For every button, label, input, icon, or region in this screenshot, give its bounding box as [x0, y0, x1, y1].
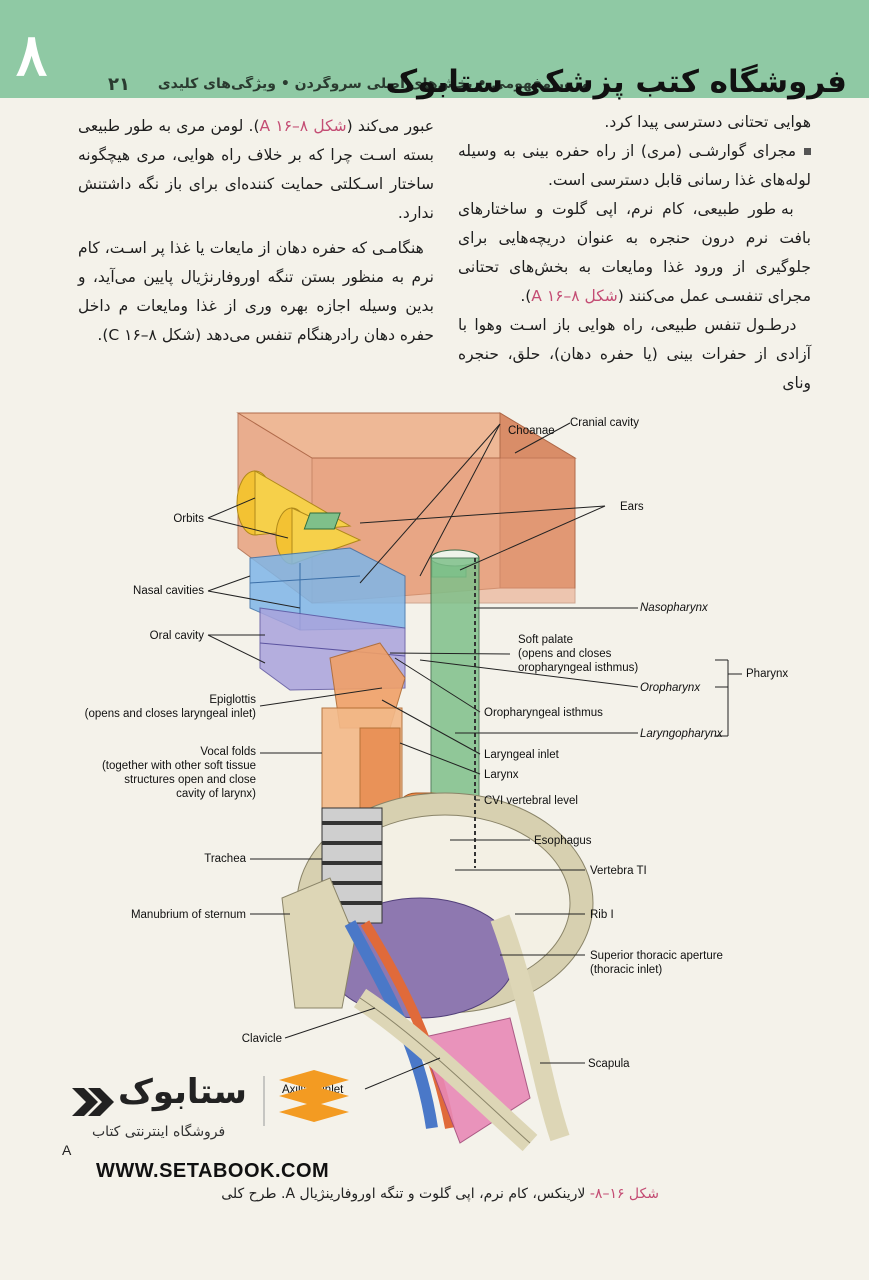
label-larynx: Larynx [484, 769, 519, 781]
label-nasal-cavities: Nasal cavities [133, 585, 204, 597]
bullet-item: مجرای گوارشـی (مری) از راه حفره بینی به … [458, 142, 811, 189]
label-soft-palate: Soft palate (opens and closes oropharyng… [518, 634, 639, 674]
text-column-right: هوایی تحتانی دسترسی پیدا کرد. مجرای گوار… [458, 108, 811, 398]
paragraph: هوایی تحتانی دسترسی پیدا کرد. [604, 113, 811, 131]
bullet-icon [804, 148, 811, 155]
label-oropharynx: Oropharynx [640, 682, 701, 694]
text-column-left: عبور می‌کند (شکل A ۱۶–۸). لومن مری به طو… [78, 112, 434, 350]
running-head: مرور مفهومی • بخش‌های اصلی سروگردن • ویژ… [157, 76, 590, 92]
paragraph: درطـول تنفس طبیعی، راه هوایی باز اسـت وه… [458, 316, 811, 392]
label-vocal-folds: Vocal folds (together with other soft ti… [101, 746, 256, 800]
panel-letter: A [62, 1142, 72, 1158]
header-bar [0, 0, 869, 98]
figure-caption: شکل ۱۶–۸- لارینکس، کام نرم، اپی گلوت و ت… [221, 1186, 659, 1202]
label-choanae: Choanae [508, 425, 555, 437]
paragraph: عبور می‌کند (شکل A ۱۶–۸). لومن مری به طو… [78, 117, 434, 222]
paragraph: هنگامـی که حفره دهان از مایعات یا غذا پر… [78, 239, 434, 344]
label-cvi-vertebral-level: CVI vertebral level [484, 795, 578, 807]
store-title-watermark: فروشگاه کتب پزشکی ستابوک [385, 64, 847, 100]
logo-brand-text: ستابوک [118, 1072, 247, 1112]
figure-reference: شکل A ۱۶–۸ [531, 287, 618, 305]
anatomy-illustration [207, 412, 742, 1152]
label-nasopharynx: Nasopharynx [640, 602, 708, 614]
logo-url: WWW.SETABOOK.COM [96, 1160, 330, 1182]
figure-reference: شکل A ۱۶–۸ [259, 117, 347, 135]
label-superior-thoracic-aperture: Superior thoracic aperture (thoracic inl… [590, 950, 723, 976]
setabook-logo [72, 1070, 349, 1126]
label-vertebra-ti: Vertebra TI [590, 865, 647, 877]
label-epiglottis: Epiglottis (opens and closes laryngeal i… [84, 694, 256, 720]
page-number: ۲۱ [108, 74, 130, 95]
label-manubrium: Manubrium of sternum [130, 909, 246, 921]
label-cranial-cavity: Cranial cavity [570, 417, 640, 429]
chapter-number: ۸ [16, 21, 48, 89]
anatomy-figure: Choanae Cranial cavity Orbits Ears Nasal… [60, 398, 820, 1178]
label-trachea: Trachea [204, 853, 246, 865]
label-oropharyngeal-isthmus: Oropharyngeal isthmus [484, 707, 603, 719]
label-rib-i: Rib I [590, 909, 614, 921]
label-ears: Ears [620, 501, 644, 513]
label-pharynx: Pharynx [746, 668, 789, 680]
label-orbits: Orbits [173, 513, 204, 525]
label-laryngopharynx: Laryngopharynx [640, 728, 723, 740]
label-scapula: Scapula [588, 1058, 630, 1070]
label-laryngeal-inlet: Laryngeal inlet [484, 749, 559, 761]
logo-tagline: فروشگاه اینترنتی کتاب [92, 1124, 226, 1140]
paragraph: به طور طبیعی، کام نرم، اپی گلوت و ساختار… [458, 200, 811, 305]
label-esophagus: Esophagus [534, 835, 592, 847]
label-oral-cavity: Oral cavity [149, 630, 204, 642]
label-clavicle: Clavicle [241, 1033, 282, 1045]
